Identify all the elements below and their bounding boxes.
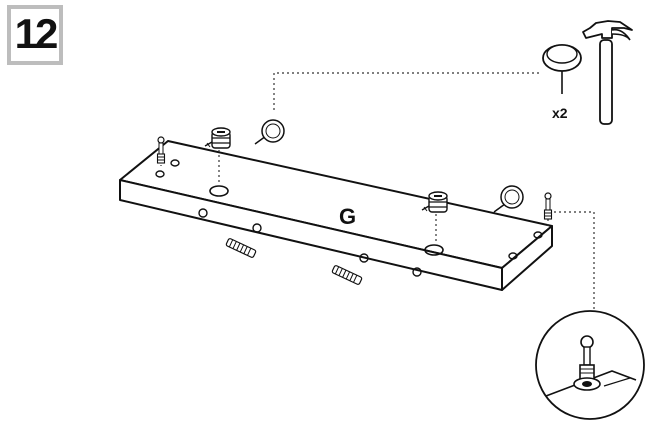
detail-view-circle <box>535 310 645 420</box>
cam-bolt-left <box>156 136 166 164</box>
panel-label: G <box>339 204 356 229</box>
felt-pad-nail-icon <box>542 44 582 94</box>
tool-quantity: x2 <box>552 105 568 121</box>
hammer-icon <box>582 20 633 125</box>
step-number: 12 <box>14 10 59 57</box>
wooden-dowel-right <box>331 264 363 286</box>
shelf-panel-g: G <box>119 140 553 291</box>
step-number-box: 12 <box>7 5 63 65</box>
felt-pad-nail-left <box>254 119 285 145</box>
cam-bolt-right <box>543 192 553 220</box>
wooden-dowel-left <box>225 237 257 259</box>
felt-pad-nail-right <box>493 185 524 213</box>
cam-lock-left <box>204 127 231 149</box>
